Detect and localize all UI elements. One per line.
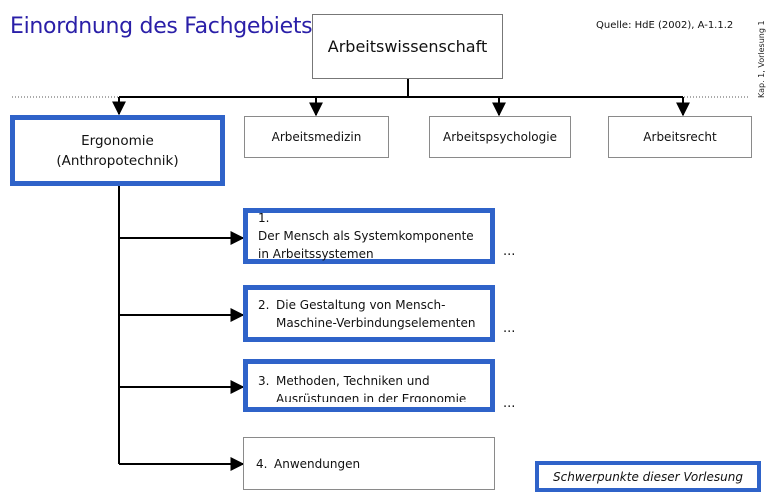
topic-number: 1. <box>258 211 270 225</box>
topic-label: Die Gestaltung von Mensch- Maschine-Verb… <box>276 297 476 330</box>
topic-ellipsis: ... <box>503 244 516 259</box>
discipline-label-arbeitspsychologie: Arbeitspsychologie <box>443 130 557 144</box>
topic-ellipsis: ... <box>503 321 516 336</box>
topic-label: Methoden, Techniken und Ausrüstungen in … <box>276 374 467 402</box>
root-node-label: Arbeitswissenschaft <box>327 36 488 56</box>
topic-node-1: 1. Der Mensch als Systemkomponente in Arb… <box>243 208 495 264</box>
topic-node-2: 2. Die Gestaltung von Mensch- Maschine-Ve… <box>243 285 495 342</box>
legend-emphasis-box: Schwerpunkte dieser Vorlesung <box>535 461 761 492</box>
topic-node-4: 4. Anwendungen <box>243 437 495 490</box>
topic-label: Der Mensch als Systemkomponente in Arbei… <box>258 229 474 261</box>
topic-number: 4. <box>256 456 268 471</box>
topic-label: Anwendungen <box>274 456 361 471</box>
discipline-node-arbeitspsychologie: Arbeitspsychologie <box>429 116 571 158</box>
discipline-node-arbeitsmedizin: Arbeitsmedizin <box>244 116 389 158</box>
topic-number: 3. <box>258 374 270 388</box>
legend-label: Schwerpunkte dieser Vorlesung <box>553 469 743 484</box>
discipline-node-arbeitsrecht: Arbeitsrecht <box>608 116 752 158</box>
topic-ellipsis: ... <box>503 396 516 411</box>
discipline-label-arbeitsmedizin: Arbeitsmedizin <box>271 130 362 144</box>
topic-node-3: 3. Methoden, Techniken und Ausrüstungen i… <box>243 359 495 412</box>
root-node-arbeitswissenschaft: Arbeitswissenschaft <box>312 14 503 79</box>
discipline-label-arbeitsrecht: Arbeitsrecht <box>643 130 717 144</box>
source-reference: Quelle: HdE (2002), A-1.1.2 <box>596 20 734 31</box>
discipline-label-ergonomie: Ergonomie (Anthropotechnik) <box>56 132 179 169</box>
topic-number: 2. <box>258 297 270 312</box>
page-title: Einordnung des Fachgebiets <box>10 14 313 39</box>
discipline-node-ergonomie: Ergonomie (Anthropotechnik) <box>10 115 225 186</box>
